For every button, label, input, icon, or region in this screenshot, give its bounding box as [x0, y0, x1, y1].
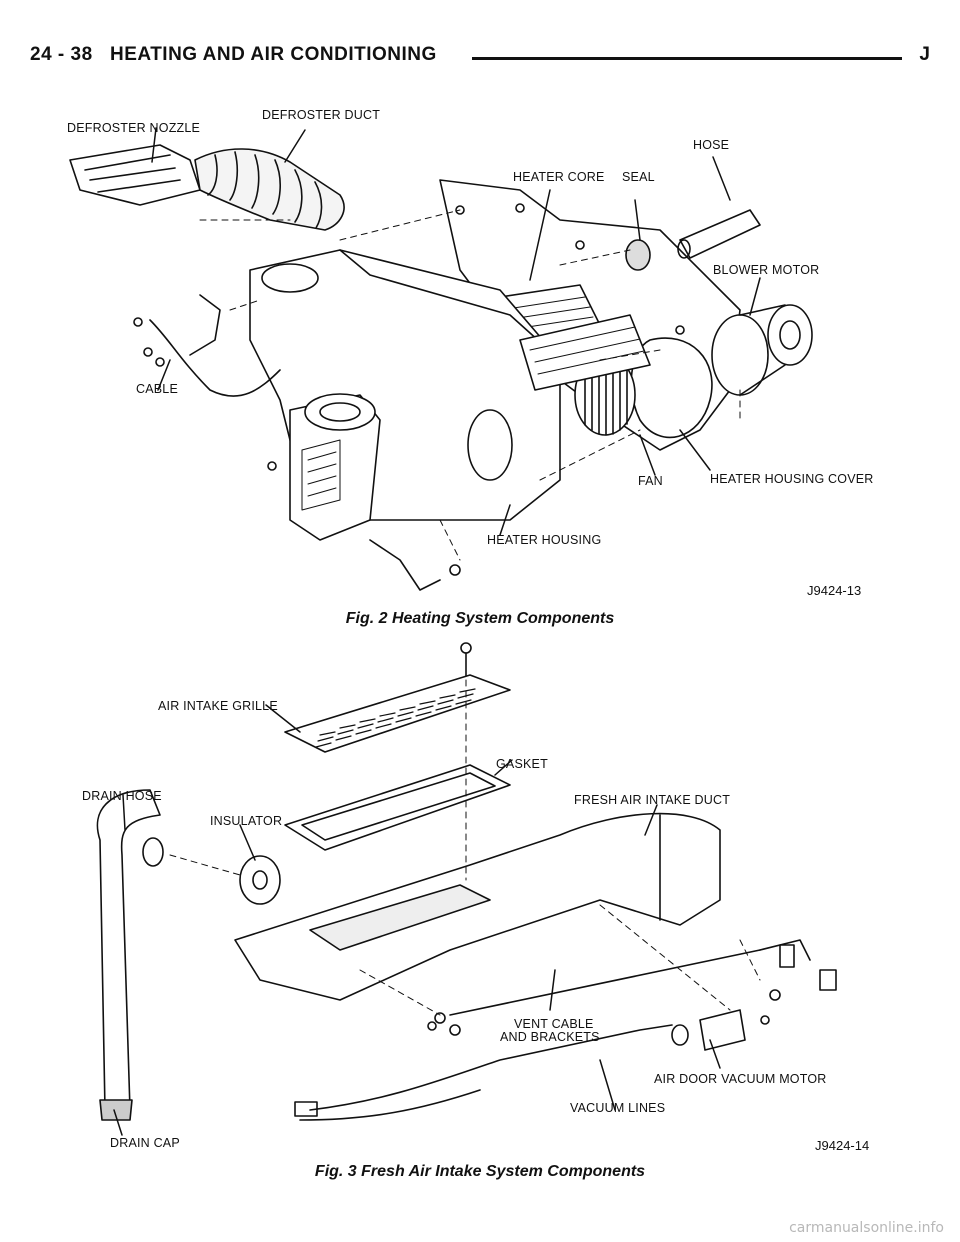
figure-heating-system: DEFROSTER NOZZLE DEFROSTER DUCT HEATER C… — [40, 100, 920, 610]
label-air-door-vacuum-motor: AIR DOOR VACUUM MOTOR — [654, 1072, 827, 1086]
label-heater-housing-cover: HEATER HOUSING COVER — [710, 472, 874, 486]
label-cable: CABLE — [136, 382, 178, 396]
label-fresh-air-intake-duct: FRESH AIR INTAKE DUCT — [574, 793, 731, 807]
heating-system-diagram — [69, 127, 813, 591]
label-fan: FAN — [638, 474, 663, 488]
figure-id: J9424-13 — [807, 583, 862, 598]
label-vent-cable-line2: AND BRACKETS — [500, 1030, 600, 1044]
label-seal: SEAL — [622, 170, 655, 184]
label-blower-motor: BLOWER MOTOR — [713, 263, 820, 277]
header-mark: J — [919, 44, 930, 65]
section-title: HEATING AND AIR CONDITIONING — [110, 44, 437, 65]
page-header: 24 - 38 HEATING AND AIR CONDITIONING J — [30, 44, 930, 72]
label-defroster-duct: DEFROSTER DUCT — [262, 108, 381, 122]
figure-id: J9424-14 — [815, 1138, 870, 1153]
label-hose: HOSE — [693, 138, 730, 152]
header-rule — [472, 57, 902, 60]
label-heater-core: HEATER CORE — [513, 170, 605, 184]
label-insulator: INSULATOR — [210, 814, 283, 828]
label-air-intake-grille: AIR INTAKE GRILLE — [158, 699, 278, 713]
watermark: carmanualsonline.info — [789, 1220, 944, 1236]
label-drain-hose: DRAIN HOSE — [82, 789, 162, 803]
figure-caption: Fig. 3 Fresh Air Intake System Component… — [314, 1163, 646, 1180]
page-header-title: 24 - 38 HEATING AND AIR CONDITIONING — [30, 44, 437, 66]
figure-caption: Fig. 2 Heating System Components — [345, 610, 615, 627]
figure-fresh-air-intake: AIR INTAKE GRILLE GASKET DRAIN HOSE INSU… — [40, 640, 920, 1160]
label-vacuum-lines: VACUUM LINES — [570, 1101, 666, 1115]
page-number: 24 - 38 — [30, 44, 93, 65]
label-drain-cap: DRAIN CAP — [110, 1136, 180, 1150]
label-vent-cable-line1: VENT CABLE — [514, 1017, 594, 1031]
label-defroster-nozzle: DEFROSTER NOZZLE — [67, 121, 201, 135]
label-heater-housing: HEATER HOUSING — [487, 533, 602, 547]
label-gasket: GASKET — [496, 757, 548, 771]
fresh-air-intake-diagram — [96, 642, 837, 1136]
